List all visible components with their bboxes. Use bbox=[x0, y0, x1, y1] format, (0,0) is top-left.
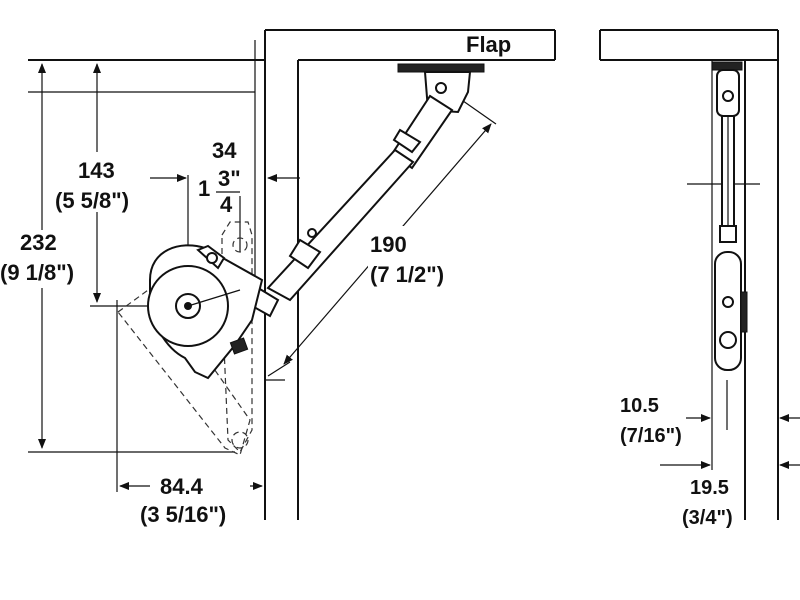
dimension-10-5: 10.5 (7/16") bbox=[620, 395, 800, 447]
front-housing bbox=[714, 251, 742, 371]
top-mount-plate bbox=[397, 63, 485, 73]
dim-190-label: 190 bbox=[370, 232, 407, 257]
front-view-mechanism bbox=[711, 61, 748, 371]
dim-232-inch-label-front: (9 1/8") bbox=[0, 260, 74, 285]
dim-10-5-label: 10.5 bbox=[620, 395, 659, 417]
dimension-19-5: 19.5 (3/4") bbox=[660, 461, 800, 529]
extension-lines bbox=[28, 40, 285, 492]
front-top-plate bbox=[711, 61, 743, 71]
dim-84-4-label: 84.4 bbox=[160, 474, 204, 499]
closed-position-ghost bbox=[117, 221, 253, 456]
dim-232-label-backing bbox=[20, 230, 70, 288]
dim-34-denominator-label: 4 bbox=[220, 192, 233, 217]
dim-190-inch-label: (7 1/2") bbox=[370, 262, 444, 287]
dim-84-4-inch-label: (3 5/16") bbox=[140, 502, 226, 527]
adjustment-screw bbox=[229, 337, 249, 355]
dimension-84-4: 84.4 (3 5/16") bbox=[119, 472, 263, 527]
dim-34-numerator-label: 3" bbox=[218, 166, 241, 191]
dimension-34: 34 1 3" 4 bbox=[150, 138, 300, 217]
dim-232-label-front: 232 bbox=[20, 230, 57, 255]
front-plate-icon bbox=[740, 291, 748, 333]
dim-19-5-inch-label: (3/4") bbox=[682, 507, 733, 529]
dim-143-inch-label: (5 5/8") bbox=[55, 188, 129, 213]
dim-34-label: 34 bbox=[212, 138, 237, 163]
dim-34-whole-label: 1 bbox=[198, 176, 210, 201]
front-view-outline bbox=[599, 29, 779, 520]
dim-19-5-label: 19.5 bbox=[690, 477, 729, 499]
flap-label: Flap bbox=[466, 32, 511, 57]
lift-mechanism bbox=[147, 63, 485, 380]
dimension-143: 143 (5 5/8") bbox=[55, 63, 142, 303]
dim-143-label: 143 bbox=[78, 158, 115, 183]
dim-10-5-inch-label: (7/16") bbox=[620, 425, 682, 447]
dimension-190: 190 (7 1/2") bbox=[267, 95, 497, 377]
